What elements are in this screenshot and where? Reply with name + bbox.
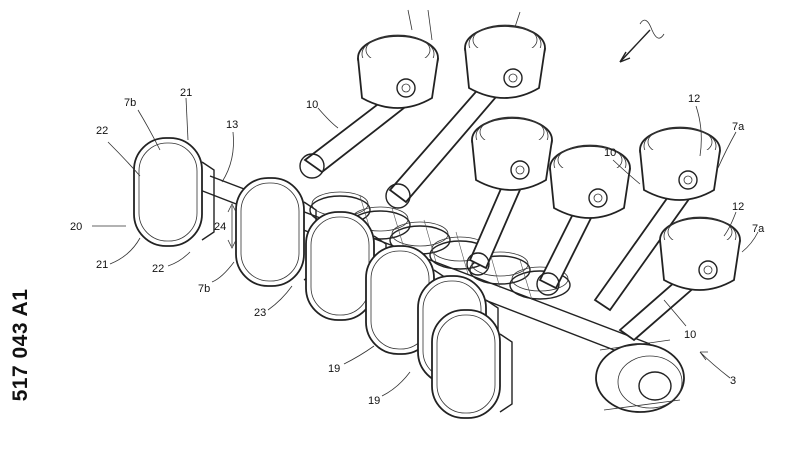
label-13: 13 — [226, 119, 238, 131]
label-10-right: 10 — [604, 147, 616, 159]
label-7a-right: 7a — [752, 223, 765, 235]
label-7b-bottom: 7b — [198, 283, 210, 295]
label-23: 23 — [254, 307, 266, 319]
label-21-bottom: 21 — [96, 259, 108, 271]
edge-hatching — [407, 9, 665, 63]
label-3: 3 — [730, 375, 736, 387]
label-12-top: 12 — [688, 93, 700, 105]
label-20: 20 — [70, 221, 82, 233]
cylinder-sleeves — [133, 137, 513, 419]
publication-number: 517 043 A1 — [9, 288, 32, 402]
label-7a-top: 7a — [732, 121, 745, 133]
reference-numerals: 7b 21 22 13 10 20 24 21 22 7b 23 19 19 1… — [70, 87, 765, 407]
label-10-top: 10 — [306, 99, 318, 111]
label-24: 24 — [214, 221, 226, 233]
label-12-right: 12 — [732, 201, 744, 213]
label-19-a: 19 — [328, 363, 340, 375]
label-21-top: 21 — [180, 87, 192, 99]
label-10-lower: 10 — [684, 329, 696, 341]
flywheel — [595, 339, 685, 413]
label-22-bottom: 22 — [152, 263, 164, 275]
label-7b-top: 7b — [124, 97, 136, 109]
leader-lines — [92, 97, 759, 397]
label-19-b: 19 — [368, 395, 380, 407]
label-22-left: 22 — [96, 125, 108, 137]
